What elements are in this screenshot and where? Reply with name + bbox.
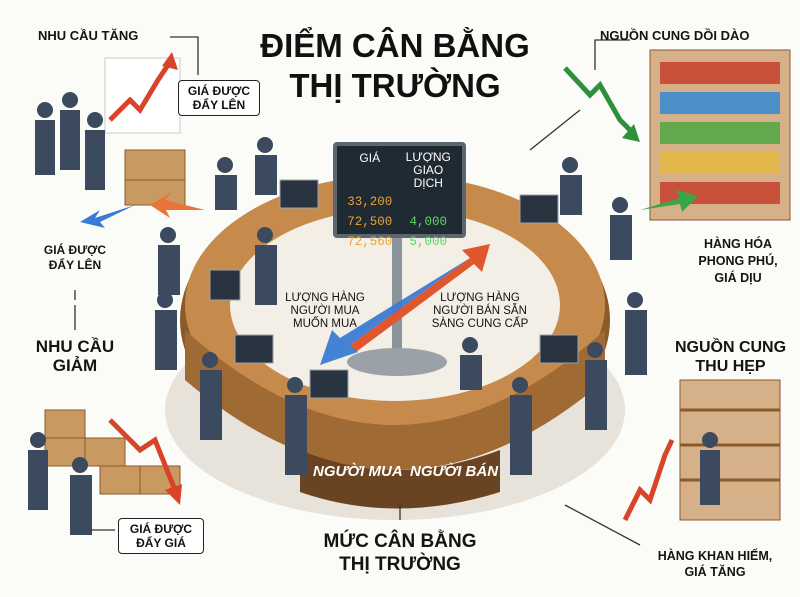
board-col-price: GIÁ <box>359 151 381 165</box>
label-scarce-goods: HÀNG KHAN HIẾM, GIÁ TĂNG <box>657 549 773 579</box>
board-base <box>347 348 447 376</box>
board-price: 72,500 <box>347 215 393 229</box>
board-volume: 4,000 <box>409 215 448 229</box>
monitors <box>209 179 579 399</box>
title-line-2: THỊ TRƯỜNG <box>289 67 501 104</box>
demand-arrow <box>320 258 470 365</box>
board-col-volume: LƯỢNG GIAO DỊCH <box>405 150 451 190</box>
title-line-1: ĐIỂM CÂN BẰNG <box>260 27 530 64</box>
label-demand-rising: NHU CẦU TĂNG <box>38 28 139 43</box>
people <box>28 92 720 535</box>
shelf-bottom-boards <box>680 408 780 482</box>
demand-rising-arrowhead <box>162 52 178 70</box>
board-price: 33,200 <box>347 195 393 209</box>
shelf-bottom-right <box>679 379 781 521</box>
demand-rising-line <box>108 60 173 122</box>
label-demand-falling: NHU CẦU GIẢM <box>35 337 115 375</box>
demand-falling-arrowhead <box>165 484 182 505</box>
counter-panel <box>300 450 500 509</box>
label-goods-plentiful: HÀNG HÓA PHONG PHÚ, GIÁ DỊU <box>698 237 778 285</box>
supply-falling-arrowhead <box>622 124 640 142</box>
board-volume <box>399 195 458 209</box>
label-sellers-quantity: LƯỢNG HÀNG NGƯỜI BÁN SẴN SÀNG CUNG CẤP <box>431 292 529 330</box>
board-row: 33,200 <box>337 192 462 212</box>
label-price-pushed-up-left: GIÁ ĐƯỢC ĐẨY LÊN <box>43 243 107 272</box>
label-price-pushed-up-top: GIÁ ĐƯỢC ĐẨY LÊN <box>178 80 260 116</box>
page-title: ĐIỂM CÂN BẰNG THỊ TRƯỜNG <box>230 26 560 106</box>
board-row: 72,500 4,000 <box>337 212 462 232</box>
label-buyer: NGƯỜI MUA <box>313 463 403 480</box>
supply-arrow <box>350 244 490 352</box>
label-supply-narrowing: NGUỒN CUNG THU HẸP <box>674 339 787 375</box>
board-price: 72,560 <box>347 235 393 249</box>
board-volume: 5,000 <box>409 235 448 249</box>
demand-falling-line <box>108 418 178 491</box>
shelf-goods <box>660 62 780 204</box>
boxes-bottom-left <box>44 409 181 495</box>
scarce-rising-line <box>622 438 675 522</box>
price-board: GIÁ LƯỢNG GIAO DỊCH 33,200 72,500 4,000 … <box>333 142 466 249</box>
label-supply-abundant: NGUỒN CUNG DỒI DÀO <box>600 28 750 43</box>
blue-arrow-left <box>80 205 135 228</box>
board-pole <box>392 238 402 358</box>
label-equilibrium-level: MỨC CÂN BẰNG THỊ TRƯỜNG <box>323 531 477 575</box>
board-row: 72,560 5,000 <box>337 232 462 252</box>
callout-lines <box>74 36 641 546</box>
board-header: GIÁ LƯỢNG GIAO DỊCH <box>337 146 462 192</box>
green-arrow-right <box>640 190 698 212</box>
label-price-pushed-down: GIÁ ĐƯỢC ĐẨY GIÁ <box>118 518 204 554</box>
orange-arrow-left <box>150 192 205 218</box>
demand-chart-bg <box>104 57 181 134</box>
boxes-top-left <box>124 149 186 206</box>
label-buyers-quantity: LƯỢNG HÀNG NGƯỜI MUA MUỐN MUA <box>285 292 365 330</box>
label-seller: NGƯỜI BÁN <box>410 463 499 480</box>
supply-falling-line <box>563 66 634 134</box>
